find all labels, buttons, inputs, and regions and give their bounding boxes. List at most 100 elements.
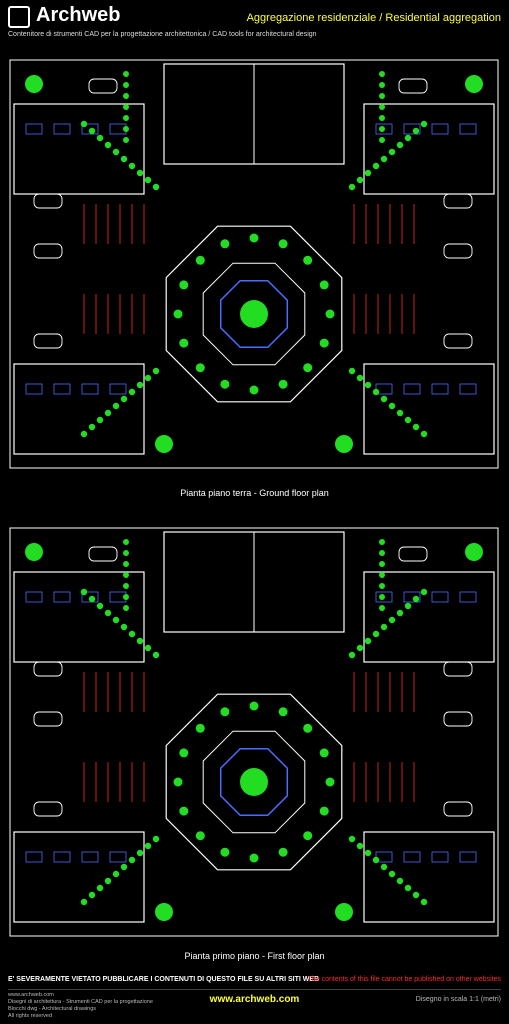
first-floor-drawing <box>9 527 499 937</box>
garden-tree <box>155 903 173 921</box>
car-icon <box>88 546 118 562</box>
tree <box>396 877 404 885</box>
residential-block <box>13 571 145 663</box>
furniture <box>431 851 449 863</box>
footer-line: All rights reserved <box>8 1013 53 1019</box>
tree <box>379 550 385 556</box>
tree <box>379 71 385 77</box>
tree <box>123 561 129 567</box>
tree <box>88 423 96 431</box>
tree <box>104 409 112 417</box>
car-icon <box>33 711 63 727</box>
tree <box>120 863 128 871</box>
tree <box>420 120 428 128</box>
residential-block <box>13 831 145 923</box>
tree <box>372 630 380 638</box>
tree <box>123 572 129 578</box>
tree <box>356 176 364 184</box>
garden-tree <box>465 75 483 93</box>
tree <box>388 616 396 624</box>
tree <box>195 723 205 733</box>
tree <box>380 623 388 631</box>
tree <box>412 127 420 135</box>
tree <box>179 748 189 758</box>
tree <box>278 707 288 717</box>
fountain-basin <box>219 747 289 817</box>
tree <box>152 651 160 659</box>
tree <box>112 616 120 624</box>
tree <box>195 255 205 265</box>
tree <box>303 363 313 373</box>
tree <box>88 127 96 135</box>
tree <box>356 644 364 652</box>
tree <box>123 82 129 88</box>
tree <box>249 385 259 395</box>
tree <box>364 169 372 177</box>
tree <box>123 583 129 589</box>
tree <box>249 233 259 243</box>
brand-name: Archweb <box>36 4 121 26</box>
tree <box>348 367 356 375</box>
footer-divider <box>8 989 501 990</box>
tree <box>379 583 385 589</box>
tree <box>303 723 313 733</box>
tree <box>319 280 329 290</box>
tree <box>136 849 144 857</box>
garden-tree <box>465 543 483 561</box>
tree <box>319 806 329 816</box>
furniture <box>375 591 393 603</box>
tree <box>379 539 385 545</box>
tree <box>379 93 385 99</box>
tree <box>104 141 112 149</box>
ground-floor-caption: Pianta piano terra - Ground floor plan <box>180 488 329 498</box>
car-icon <box>33 661 63 677</box>
furniture <box>403 851 421 863</box>
tree <box>144 842 152 850</box>
residential-block <box>363 363 495 455</box>
central-tree <box>240 768 268 796</box>
car-icon <box>33 243 63 259</box>
tree <box>120 395 128 403</box>
car-icon <box>443 333 473 349</box>
tree <box>396 409 404 417</box>
tree <box>325 777 335 787</box>
garden-tree <box>25 543 43 561</box>
garden-tree <box>155 435 173 453</box>
tree <box>120 623 128 631</box>
tree <box>220 847 230 857</box>
tree <box>80 898 88 906</box>
tree <box>348 835 356 843</box>
furniture <box>431 383 449 395</box>
car-icon <box>443 243 473 259</box>
tree <box>356 374 364 382</box>
tree <box>420 430 428 438</box>
tree <box>319 338 329 348</box>
tree <box>380 395 388 403</box>
tree <box>412 423 420 431</box>
tree <box>136 169 144 177</box>
tree <box>278 239 288 249</box>
tree <box>379 561 385 567</box>
tree <box>364 849 372 857</box>
furniture <box>25 591 43 603</box>
furniture <box>25 383 43 395</box>
furniture <box>81 851 99 863</box>
tree <box>379 605 385 611</box>
website-link[interactable]: www.archweb.com <box>209 994 300 1005</box>
tree <box>144 176 152 184</box>
tree <box>123 550 129 556</box>
scale-note: Disegno in scala 1:1 (metri) <box>415 996 501 1003</box>
tree <box>325 309 335 319</box>
tree <box>348 651 356 659</box>
furniture <box>109 851 127 863</box>
tree <box>420 898 428 906</box>
furniture <box>459 383 477 395</box>
tree <box>380 863 388 871</box>
site-boundary <box>9 59 499 469</box>
tree <box>249 853 259 863</box>
tree <box>372 856 380 864</box>
furniture <box>431 591 449 603</box>
tree <box>152 183 160 191</box>
furniture <box>459 591 477 603</box>
tree <box>144 644 152 652</box>
